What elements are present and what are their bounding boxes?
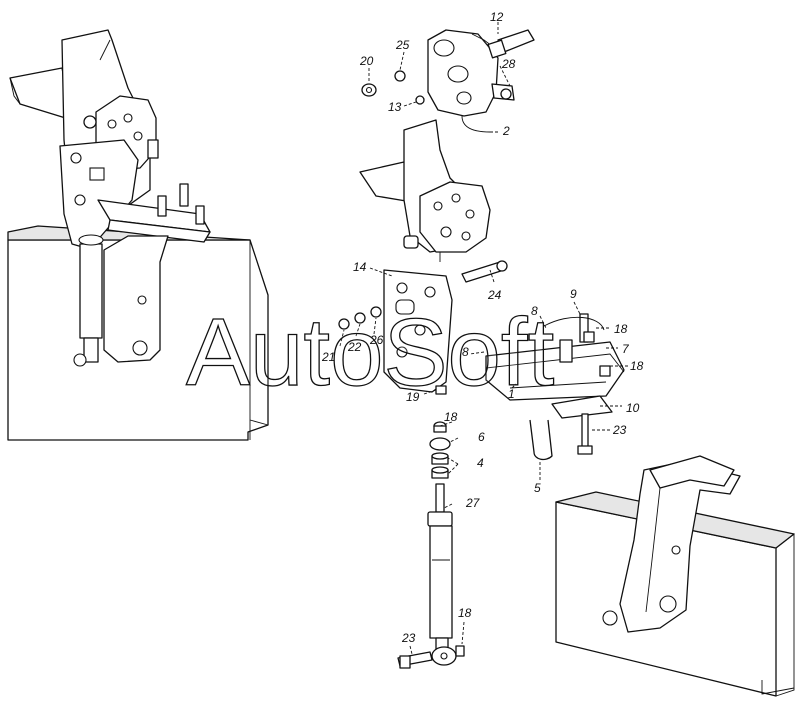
bolt-23-upper — [581, 413, 589, 449]
callout-18-right-lower: 18 — [630, 359, 644, 373]
plate-10 — [551, 395, 613, 419]
right-bracket — [619, 461, 741, 633]
callout-labels: 12 20 25 28 13 2 14 24 8 9 18 7 18 21 22… — [321, 10, 644, 645]
callout-24: 24 — [487, 288, 502, 302]
callout-9: 9 — [570, 287, 577, 301]
callout-27: 27 — [465, 496, 481, 510]
callout-22: 22 — [347, 340, 362, 354]
callout-28: 28 — [501, 57, 516, 71]
watermark-text: AutoSoft — [186, 299, 554, 406]
middle-gear-plate — [419, 181, 491, 253]
washer-13 — [415, 95, 425, 105]
left-lower-bracket — [103, 235, 169, 363]
right-frame-assembly — [555, 455, 795, 697]
callout-5: 5 — [534, 481, 541, 495]
u-bolt-8 — [543, 316, 605, 331]
left-shock-body — [79, 243, 103, 339]
wire-2 — [461, 115, 491, 133]
rod-27 — [435, 483, 445, 513]
callout-25: 25 — [395, 38, 410, 52]
callout-7: 7 — [622, 342, 630, 356]
callout-21: 21 — [321, 350, 335, 364]
washer-26 — [370, 306, 382, 318]
callout-6: 6 — [478, 430, 485, 444]
plate-14-group — [338, 260, 508, 395]
callout-10: 10 — [626, 401, 640, 415]
nut-21 — [338, 318, 350, 330]
callout-18-shock-bottom: 18 — [458, 606, 472, 620]
callout-19: 19 — [406, 390, 420, 404]
shock-absorber-27 — [429, 525, 453, 639]
callout-8-upper: 8 — [531, 304, 538, 318]
callout-1: 1 — [508, 387, 515, 401]
callout-18-shock-top: 18 — [444, 410, 458, 424]
washer-22 — [354, 312, 366, 324]
callout-12: 12 — [490, 10, 504, 24]
callout-26: 26 — [369, 333, 384, 347]
u-bolt-group — [529, 413, 610, 480]
nut-18-bottom — [455, 645, 465, 657]
washer-6 — [429, 437, 451, 451]
callout-23-lower: 23 — [401, 631, 416, 645]
top-bracket-group — [361, 22, 535, 133]
callout-8-lower: 8 — [462, 345, 469, 359]
callout-14: 14 — [353, 260, 367, 274]
shock-absorber-group — [397, 421, 465, 669]
clamp-7 — [559, 339, 573, 363]
washer-25 — [394, 70, 406, 82]
callout-2: 2 — [502, 124, 510, 138]
u-bolt-5 — [529, 419, 553, 461]
callout-23-upper: 23 — [612, 423, 627, 437]
middle-bracket-assembly — [359, 119, 491, 262]
left-frame-assembly — [7, 29, 269, 441]
callout-20: 20 — [359, 54, 374, 68]
callout-18-right-upper: 18 — [614, 322, 628, 336]
beam-group — [469, 301, 628, 419]
callout-4: 4 — [477, 456, 484, 470]
callout-13: 13 — [388, 100, 402, 114]
